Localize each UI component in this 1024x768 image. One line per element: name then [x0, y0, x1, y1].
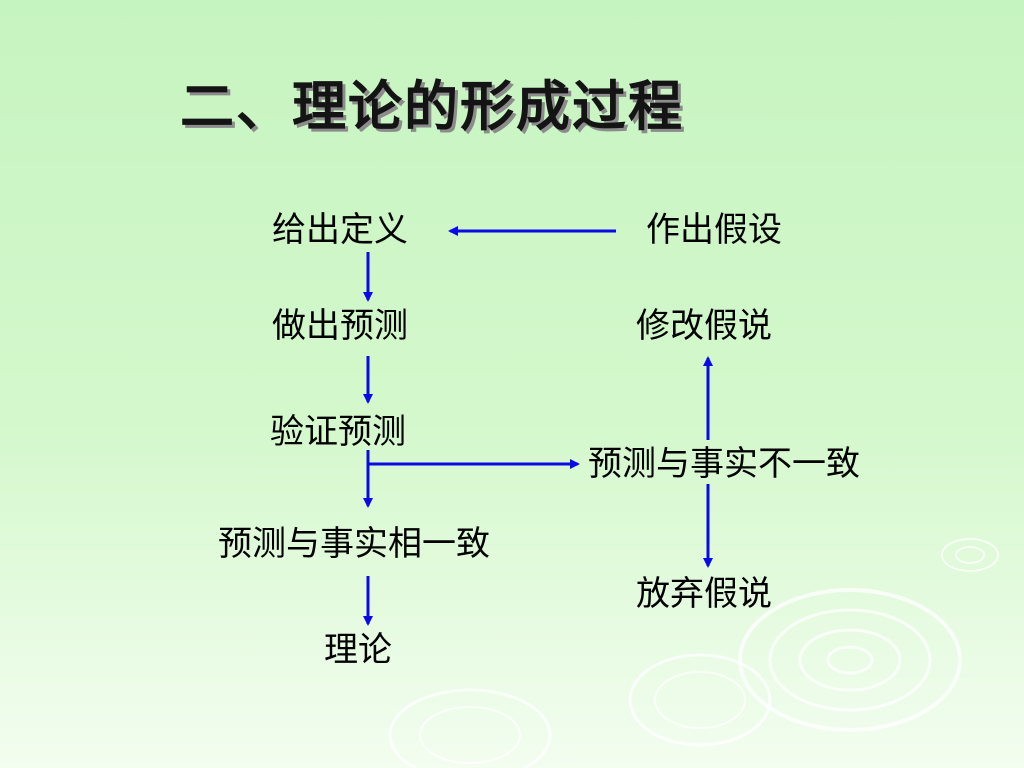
node-verify: 验证预测: [270, 412, 406, 452]
node-modify: 修改假说: [636, 306, 772, 346]
node-match: 预测与事实相一致: [218, 524, 490, 564]
node-abandon: 放弃假说: [636, 574, 772, 614]
node-define: 给出定义: [272, 210, 408, 250]
node-theory: 理论: [324, 630, 392, 670]
node-mismatch: 预测与事实不一致: [588, 444, 860, 484]
slide-title: 二、理论的形成过程: [180, 75, 684, 138]
node-hypothesis: 作出假设: [646, 210, 782, 250]
node-predict: 做出预测: [272, 306, 408, 346]
